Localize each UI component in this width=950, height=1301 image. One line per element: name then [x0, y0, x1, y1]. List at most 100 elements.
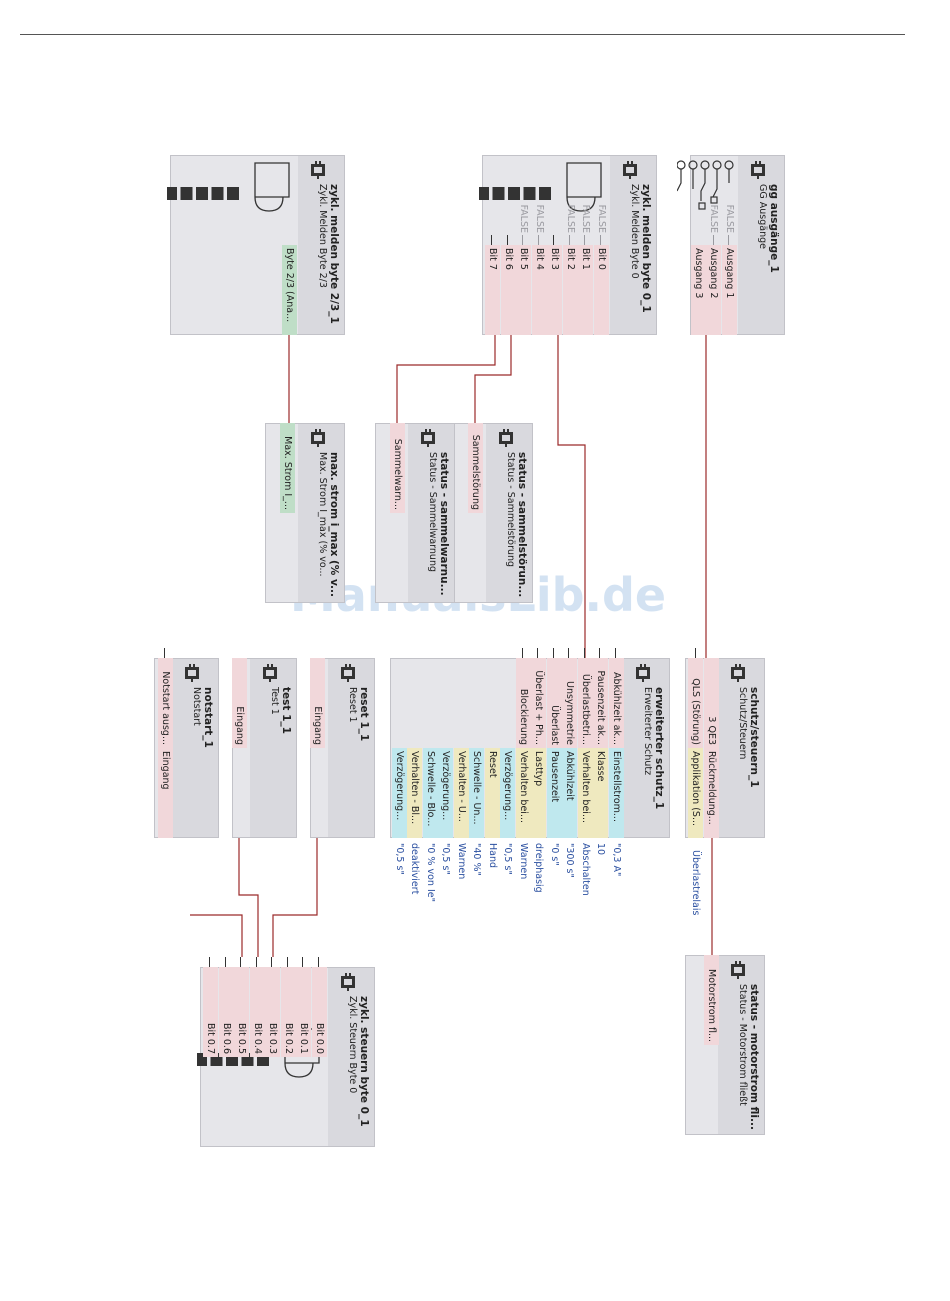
- output-pin-status[interactable]: Überlast: [547, 658, 562, 748]
- pin-connector: [256, 957, 257, 967]
- input-pin-parameter[interactable]: Einstellstrom...: [609, 748, 624, 838]
- output-pin-reset-eingang[interactable]: Eingang: [310, 658, 325, 748]
- input-pin-rueckmeldung[interactable]: Rückmeldung...: [704, 748, 719, 838]
- block-type-icon: [496, 428, 516, 448]
- header-rule: [20, 34, 905, 35]
- output-pin-bit-0-5[interactable]: Bit 0.5: [234, 967, 250, 1057]
- output-pin-status[interactable]: Pausenzeit ak...: [593, 658, 609, 748]
- input-pin-ausgang-2[interactable]: Ausgang 2: [706, 245, 722, 335]
- block-type-icon: [308, 428, 328, 448]
- block-status-sammelstoerung[interactable]: status - sammelstörun...Status - Sammels…: [453, 423, 533, 603]
- output-pin-bit-0-3[interactable]: Bit 0.3: [265, 967, 281, 1057]
- output-pin-bit-0-0[interactable]: Bit 0.0: [312, 967, 327, 1057]
- input-pin-parameter[interactable]: Verhalten bei...: [516, 748, 531, 838]
- input-pin-ausgang-3[interactable]: Ausgang 3: [691, 245, 706, 335]
- output-pin-bit-0-1[interactable]: Bit 0.1: [296, 967, 312, 1057]
- input-pin-byte-2-3[interactable]: Byte 2/3 (Ana...: [282, 245, 297, 335]
- input-pin-bit-1[interactable]: Bit 1: [578, 245, 594, 335]
- input-pin-parameter[interactable]: Verhalten - Bl...: [407, 748, 423, 838]
- pin-connector: [615, 648, 616, 658]
- output-pin-status[interactable]: Überlast + Ph...: [531, 658, 547, 748]
- block-type-icon: [338, 663, 358, 683]
- block-title: notstart_1: [202, 687, 214, 748]
- pin-connector: [568, 648, 570, 658]
- output-pin-bit-0-7[interactable]: Bit 0.7: [203, 967, 219, 1057]
- input-pin-applikation[interactable]: Applikation (S...: [688, 748, 704, 838]
- input-pin-parameter[interactable]: Verzögerung...: [392, 748, 407, 838]
- input-pin-parameter[interactable]: Verzögerung...: [438, 748, 454, 838]
- output-pin-sammelwarnung[interactable]: Sammelwarn...: [390, 423, 405, 513]
- input-pin-parameter[interactable]: Verhalten - U...: [454, 748, 469, 838]
- input-pin-parameter[interactable]: Klasse: [593, 748, 609, 838]
- input-pin-ausgang-1[interactable]: Ausgang 1: [722, 245, 737, 335]
- input-pin-bit-5[interactable]: Bit 5: [516, 245, 532, 335]
- input-pin-bit-6[interactable]: Bit 6: [501, 245, 516, 335]
- block-status-sammelwarnung[interactable]: status - sammelwarnu...Status - Sammelwa…: [375, 423, 455, 603]
- pin-connector: [287, 957, 288, 967]
- block-max-strom[interactable]: max. strom i_max (% v...Max. Strom I_max…: [265, 423, 345, 603]
- output-pin-motorstrom[interactable]: Motorstrom fl...: [704, 955, 719, 1045]
- output-pin-3-qe3[interactable]: 3 QE3: [704, 658, 719, 748]
- input-pin-parameter[interactable]: Schwelle - Un...: [469, 748, 485, 838]
- parameter-value: "0 % von Ie": [425, 843, 436, 902]
- pin-connector: [728, 235, 729, 245]
- output-pin-status[interactable]: Unsymmetrie: [562, 658, 578, 748]
- pin-connector: [491, 235, 493, 245]
- input-pin-parameter[interactable]: Pausenzeit: [547, 748, 562, 838]
- connection-wire: [238, 838, 259, 957]
- parameter-value: Abschalten: [580, 843, 591, 896]
- input-pin-parameter[interactable]: Schwelle - Blo...: [423, 748, 438, 838]
- block-subtitle: Status - Sammelwarnung: [427, 452, 438, 573]
- input-pin-parameter[interactable]: Lasttyp: [531, 748, 547, 838]
- input-pin-bit-0[interactable]: Bit 0: [594, 245, 609, 335]
- output-pin-bit-0-6[interactable]: Bit 0.6: [219, 967, 234, 1057]
- connection-wire: [396, 335, 496, 423]
- input-pin-parameter[interactable]: Verzögerung...: [500, 748, 516, 838]
- parameter-value: "0,3 A": [611, 843, 622, 877]
- parameter-value: "0,5 s": [394, 843, 405, 875]
- output-pin-status[interactable]: Blockierung: [516, 658, 531, 748]
- output-pin-bit-0-2[interactable]: Bit 0.2: [281, 967, 296, 1057]
- pin-connector: [713, 235, 714, 245]
- output-pin-bit-0-4[interactable]: Bit 0.4: [250, 967, 265, 1057]
- input-pin-parameter[interactable]: Abkühlzeit: [562, 748, 578, 838]
- output-pin-qls-stoerung[interactable]: QLS (Störung): [688, 658, 704, 748]
- input-pin-parameter[interactable]: Reset: [485, 748, 500, 838]
- block-type-icon: [308, 160, 328, 180]
- output-pin-status[interactable]: Überlastbetri...: [578, 658, 593, 748]
- output-pin-sammelstoerung[interactable]: Sammelstörung: [468, 423, 483, 513]
- block-subtitle: Status - Motorstrom fließt: [737, 984, 748, 1106]
- input-pin-notstart-eingang[interactable]: Eingang: [158, 748, 173, 838]
- output-pin-max-strom[interactable]: Max. Strom I_...: [280, 423, 295, 513]
- pin-connector: [225, 957, 226, 967]
- block-title: reset 1_1: [358, 687, 370, 742]
- parameter-value: FALSE: [724, 204, 735, 233]
- output-pin-status[interactable]: Abkühlzeit ak...: [609, 658, 624, 748]
- output-pin-notstart-ausg[interactable]: Notstart ausg...: [158, 658, 173, 748]
- output-pin-test-eingang[interactable]: Eingang: [232, 658, 247, 748]
- input-pin-bit-3[interactable]: Bit 3: [547, 245, 563, 335]
- input-pin-bit-7[interactable]: Bit 7: [485, 245, 501, 335]
- input-pin-bit-2[interactable]: Bit 2: [563, 245, 578, 335]
- block-status-motorstrom[interactable]: status - motorstrom fli...Status - Motor…: [685, 955, 765, 1135]
- input-pin-parameter[interactable]: Verhalten bei...: [578, 748, 593, 838]
- input-pin-bit-4[interactable]: Bit 4: [532, 245, 547, 335]
